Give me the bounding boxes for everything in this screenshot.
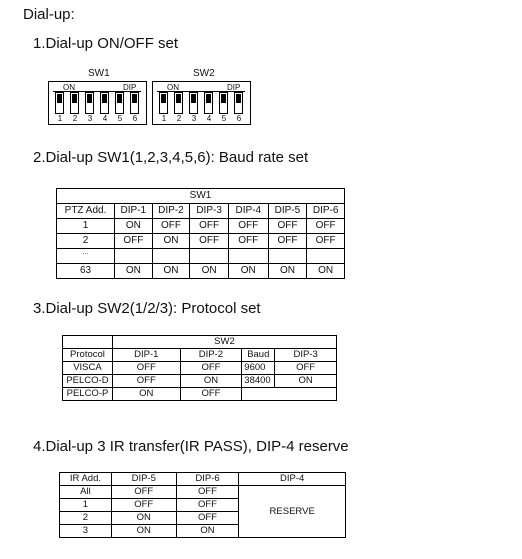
sw2-dip-label: DIP — [227, 83, 241, 92]
sw2-switch-2[interactable] — [174, 92, 183, 114]
table-row: ... — [56, 248, 345, 264]
sw2-pos-2: 2 — [176, 114, 182, 123]
sw1-switch-block: ON DIP 1 2 3 4 5 6 — [48, 81, 147, 125]
sw1-switch-6[interactable] — [130, 92, 139, 114]
table-group-header: SW2 — [111, 335, 338, 349]
sw1-switch-1[interactable] — [55, 92, 64, 114]
section1-heading: 1.Dial-up ON/OFF set — [33, 35, 179, 52]
sw1-on-label: ON — [63, 83, 75, 92]
sw2-switch-block: ON DIP 1 2 3 4 5 6 — [152, 81, 251, 125]
sw2-pos-3: 3 — [191, 114, 197, 123]
sw1-pos-6: 6 — [132, 114, 138, 123]
section3-heading: 3.Dial-up SW2(1/2/3): Protocol set — [33, 300, 261, 317]
sw2-switch-6[interactable] — [234, 92, 243, 114]
sw2-switch-5[interactable] — [219, 92, 228, 114]
sw2-switch-3[interactable] — [189, 92, 198, 114]
sw2-pos-5: 5 — [221, 114, 227, 123]
sw2-pos-1: 1 — [161, 114, 167, 123]
sw2-switch-1[interactable] — [159, 92, 168, 114]
sw1-switch-5[interactable] — [115, 92, 124, 114]
sw1-switch-3[interactable] — [85, 92, 94, 114]
sw2-pos-6: 6 — [236, 114, 242, 123]
sw1-switch-2[interactable] — [70, 92, 79, 114]
section2-heading: 2.Dial-up SW1(1,2,3,4,5,6): Baud rate se… — [33, 149, 309, 166]
reserve-cell: RESERVE — [238, 485, 346, 538]
dip-switch-diagram: SW1 ON DIP 1 2 3 4 5 6 SW2 ON DIP 1 2 3 … — [48, 66, 264, 126]
sw1-pos-5: 5 — [117, 114, 123, 123]
sw1-pos-4: 4 — [102, 114, 108, 123]
page-title: Dial-up: — [23, 6, 75, 23]
sw1-label: SW1 — [88, 68, 110, 79]
table-group-header: SW1 — [56, 188, 345, 204]
sw2-pos-4: 4 — [206, 114, 212, 123]
sw2-label: SW2 — [193, 68, 215, 79]
sw1-pos-3: 3 — [87, 114, 93, 123]
sw1-switch-4[interactable] — [100, 92, 109, 114]
section4-heading: 4.Dial-up 3 IR transfer(IR PASS), DIP-4 … — [33, 438, 349, 455]
sw1-pos-1: 1 — [57, 114, 63, 123]
sw1-dip-label: DIP — [123, 83, 137, 92]
sw2-on-label: ON — [167, 83, 179, 92]
sw2-switch-4[interactable] — [204, 92, 213, 114]
sw1-pos-2: 2 — [72, 114, 78, 123]
